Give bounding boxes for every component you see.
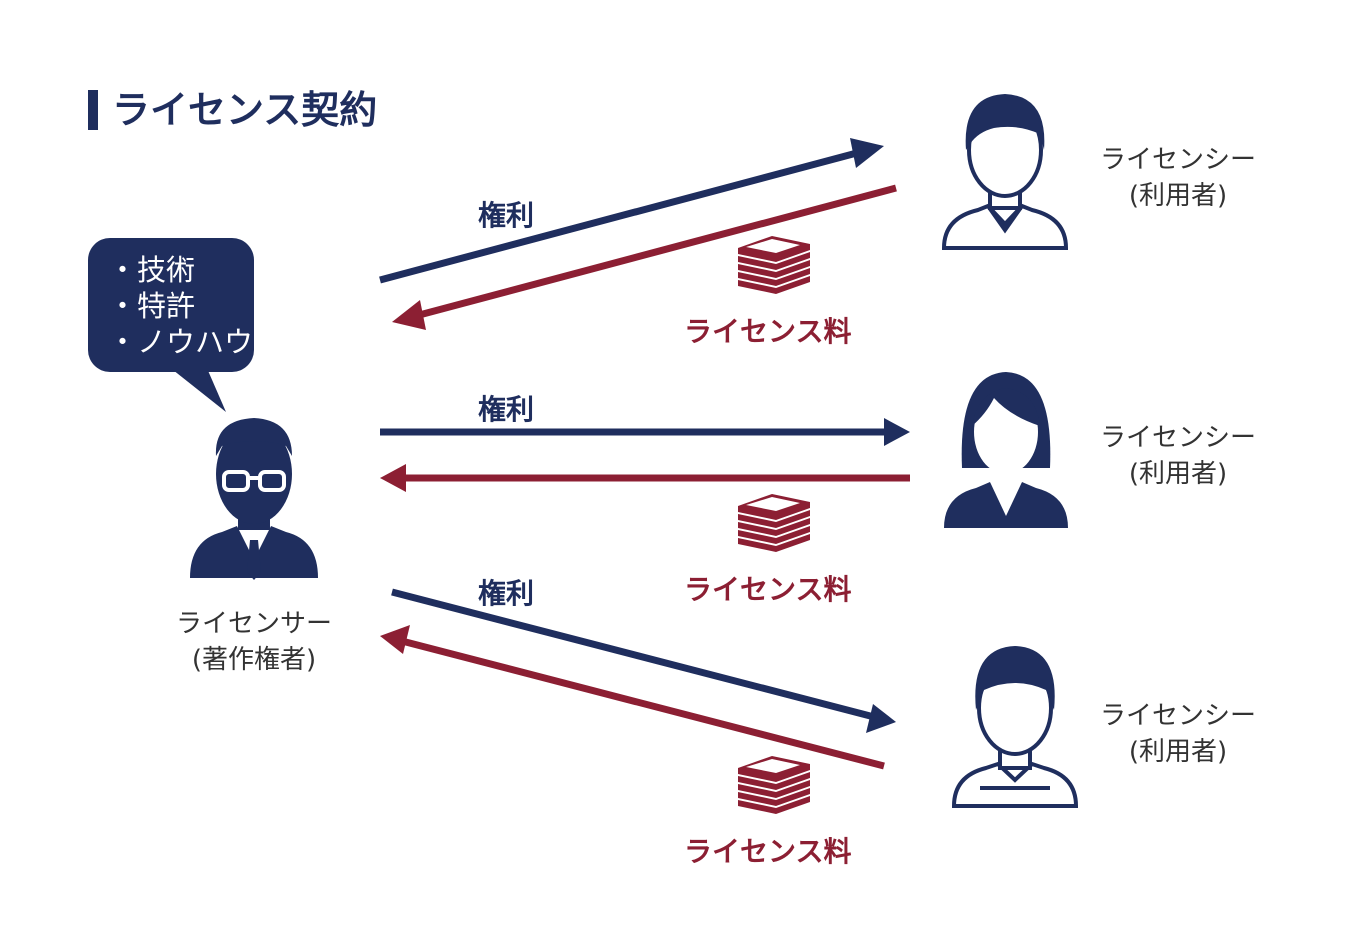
rights-label-3: 権利 xyxy=(478,577,535,610)
rights-label-1: 権利 xyxy=(478,199,535,232)
licensor-label: ライセンサー (著作権者) xyxy=(175,609,332,675)
money-stack-icon xyxy=(738,494,810,552)
rights-arrow-1 xyxy=(379,138,884,284)
licensee-label-1: ライセンシー (利用者) xyxy=(1099,145,1256,211)
asset-item: ・特許 xyxy=(108,289,196,323)
page-title: ライセンス契約 xyxy=(112,88,378,132)
rights-label-2: 権利 xyxy=(478,393,535,426)
licensee-label-2: ライセンシー (利用者) xyxy=(1099,423,1256,489)
speech-bubble xyxy=(88,238,254,412)
title-bar-accent xyxy=(88,90,98,130)
money-stack-icon xyxy=(738,236,810,294)
asset-item: ・技術 xyxy=(108,253,196,287)
fee-label-1: ライセンス料 xyxy=(684,315,852,348)
man-icon xyxy=(941,94,1069,250)
fee-arrow-2 xyxy=(380,464,910,492)
rights-arrow-3 xyxy=(391,588,896,733)
fee-label-3: ライセンス料 xyxy=(684,835,852,868)
fee-label-2: ライセンス料 xyxy=(684,573,852,606)
woman-icon xyxy=(944,372,1068,528)
businessman-glasses-icon xyxy=(190,418,318,580)
rights-arrow-2 xyxy=(380,418,910,446)
asset-item: ・ノウハウ xyxy=(108,325,254,359)
man-icon xyxy=(951,646,1079,808)
fee-arrow-1 xyxy=(392,184,897,330)
fee-arrow-3 xyxy=(380,625,885,770)
money-stack-icon xyxy=(738,756,810,814)
licensee-label-3: ライセンシー (利用者) xyxy=(1099,701,1256,767)
asset-list: ・技術 ・特許 ・ノウハウ xyxy=(108,252,253,360)
